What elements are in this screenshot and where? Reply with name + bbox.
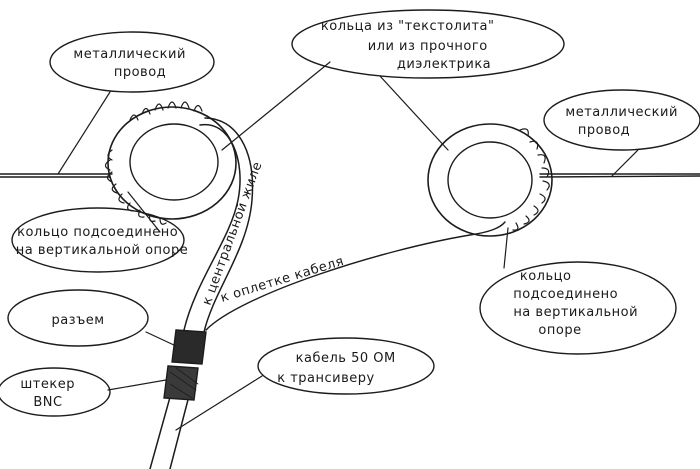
label-cable: кабель 50 ОМ к трансиверу (277, 351, 400, 386)
label-plug: штекер BNC (20, 377, 79, 410)
bubble-ring-mount-left (11, 207, 185, 273)
core-lead (183, 123, 241, 331)
bubble-cable (257, 337, 435, 395)
bubble-metal-wire-right (543, 89, 700, 151)
label-ring-mount-right: кольцо подсоединено на вертикальной опор… (513, 269, 642, 338)
ring-right (427, 123, 553, 237)
label-metal-wire-left: металлический провод (73, 47, 190, 80)
bubble-ring-mount-right (479, 261, 677, 355)
bubble-rings (291, 9, 565, 79)
label-metal-wire-right: металлический провод (565, 105, 682, 138)
cable-line-1 (149, 389, 173, 469)
wire-right-2 (539, 175, 700, 178)
core-lead-2 (203, 117, 254, 333)
leader-connector (145, 331, 177, 347)
label-ring-mount-left: кольцо подсоединено на вертикальной опор… (16, 225, 189, 258)
bubble-plug (0, 367, 111, 417)
leader-metal-wire-left (57, 91, 111, 175)
leader-plug (107, 379, 167, 391)
label-connector: разъем (51, 313, 104, 328)
leader-cable (175, 375, 263, 431)
braid-lead (205, 221, 506, 331)
leader-ring-mount-left (127, 191, 161, 233)
label-rings: кольца из "текстолита" или из прочного д… (321, 19, 499, 72)
leader-ring-mount-right (503, 227, 509, 269)
leader-metal-wire-right (611, 149, 639, 177)
bubble-metal-wire-left (49, 31, 215, 93)
leader-rings-right (379, 75, 449, 151)
ring-left (104, 101, 237, 225)
label-to-braid: к оплетке кабеля (219, 254, 346, 306)
bubble-connector (7, 289, 149, 347)
leader-rings-left (221, 61, 331, 151)
connector-block (163, 329, 207, 401)
cable-line-2 (169, 391, 191, 469)
